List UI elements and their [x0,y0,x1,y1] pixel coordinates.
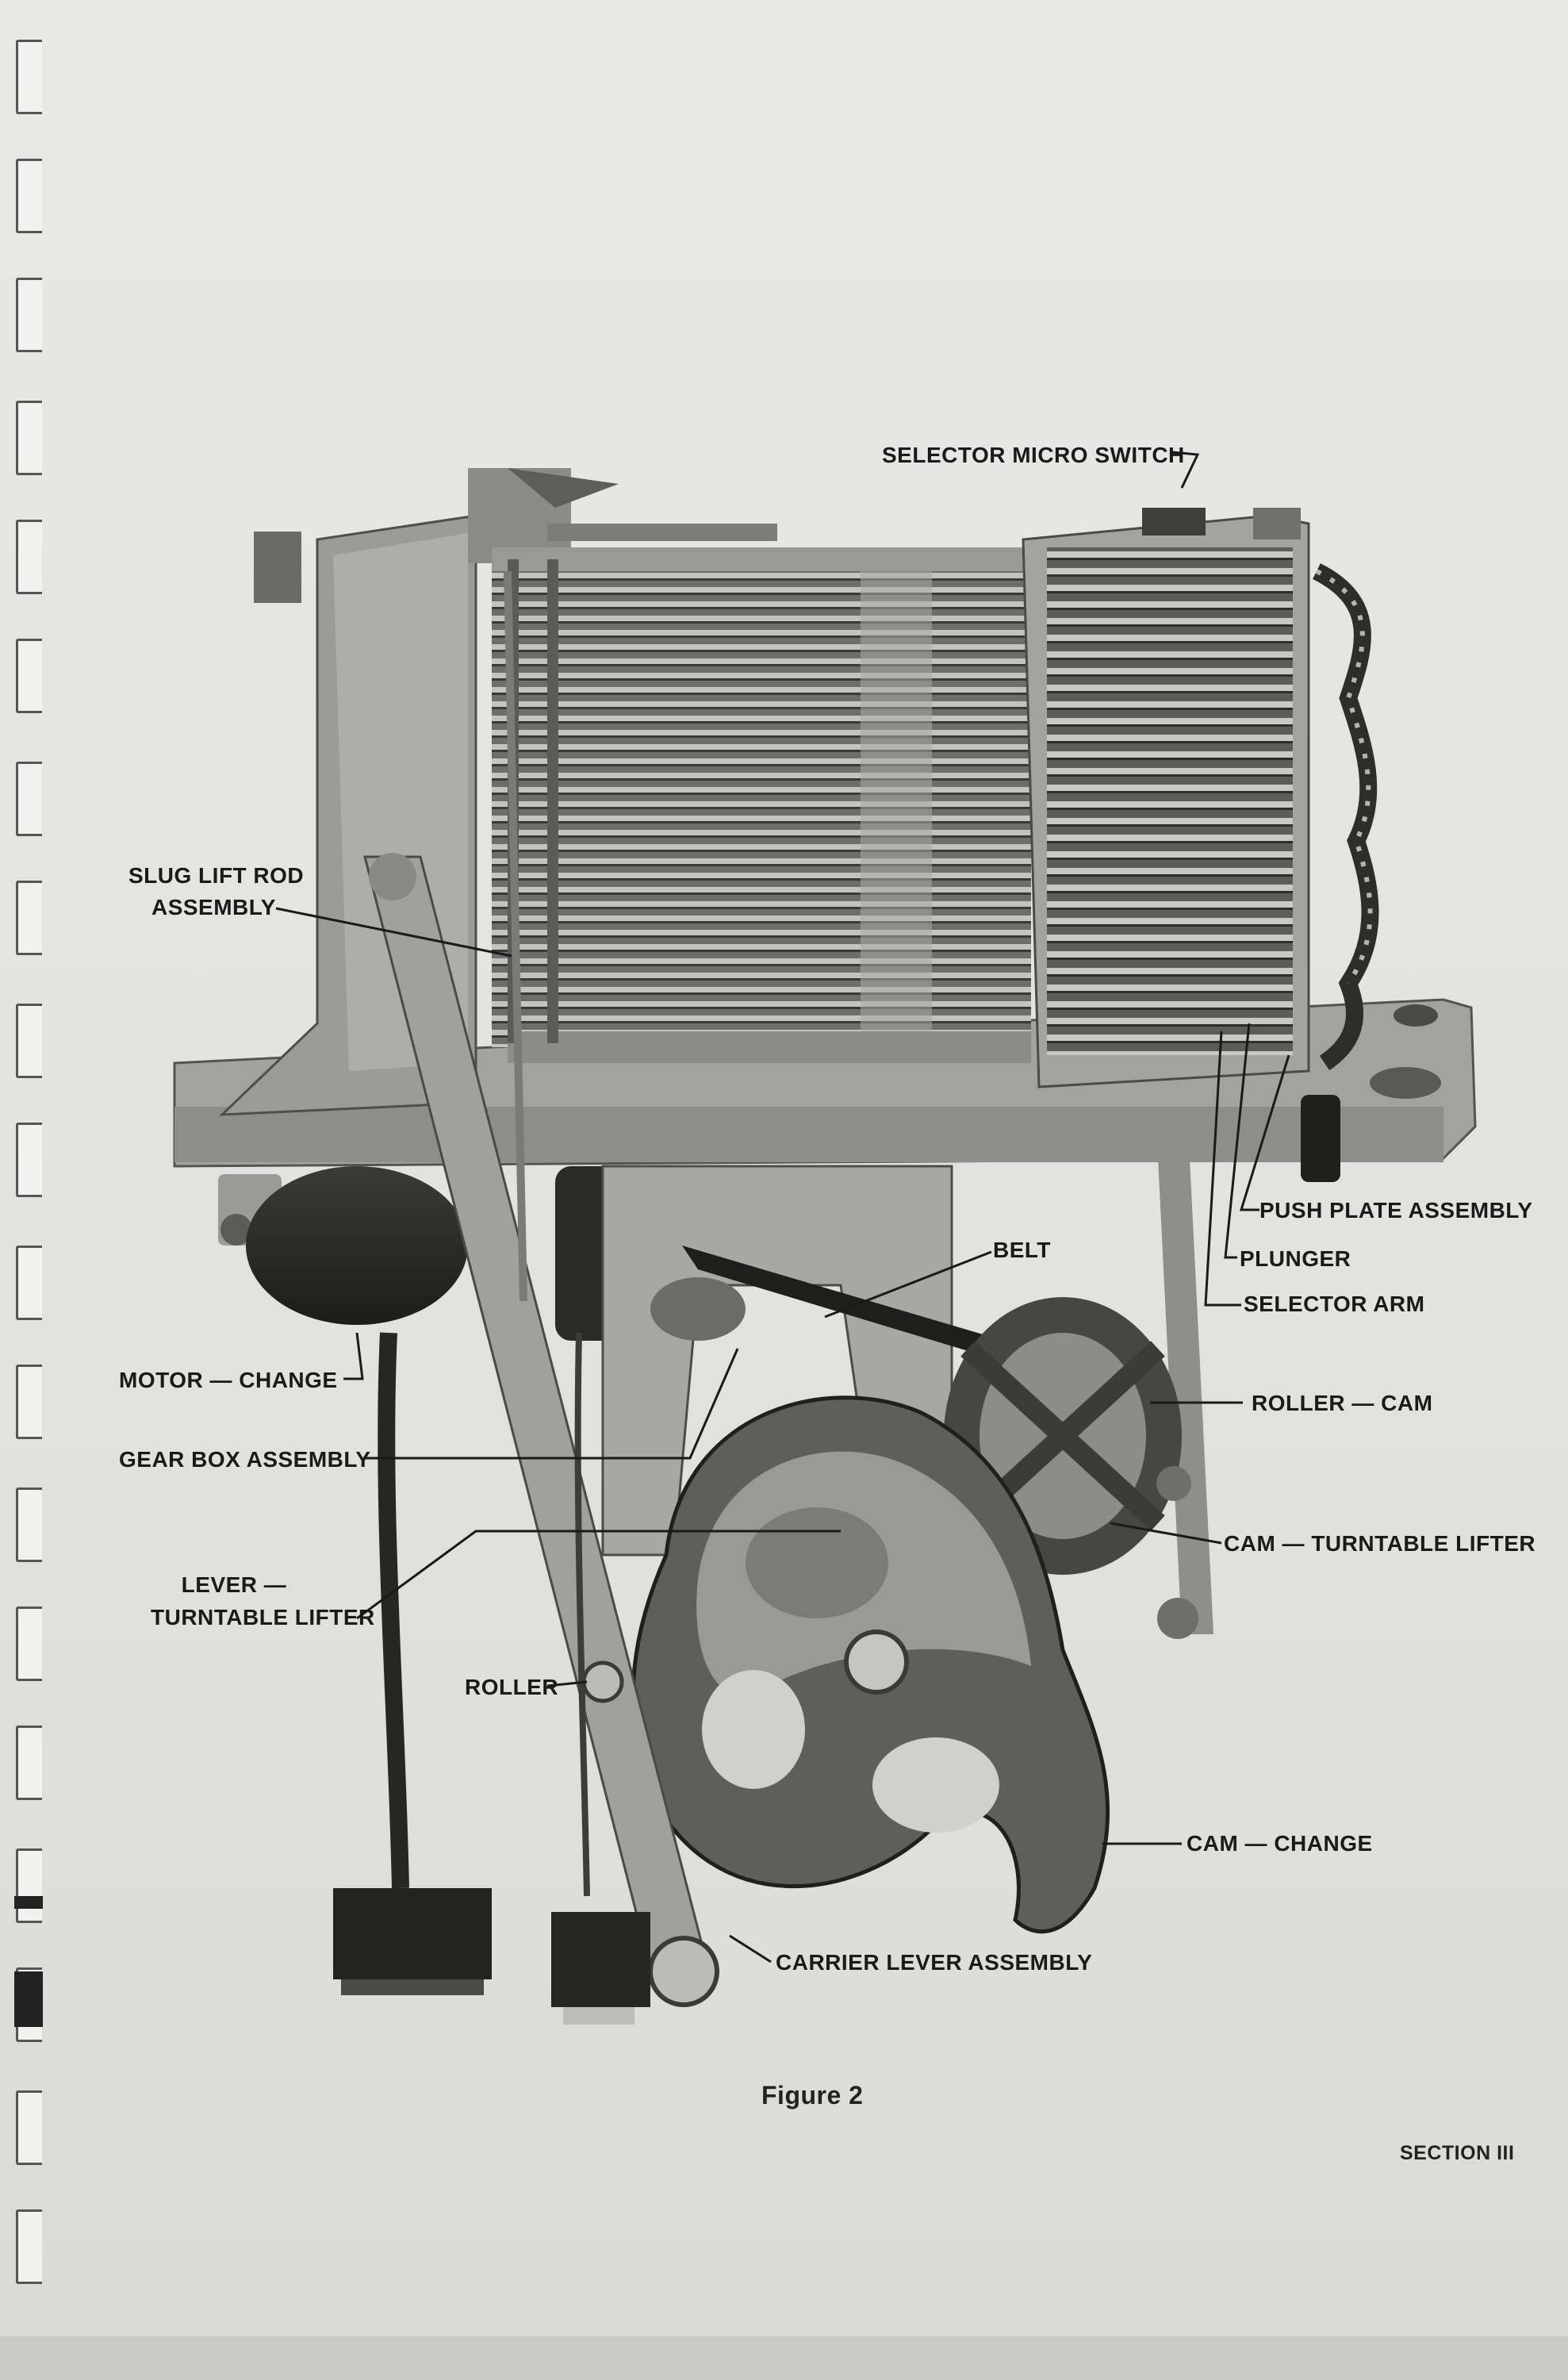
gear-box [601,1158,1213,1634]
binding-hole [16,762,42,836]
binding-hole [16,1488,42,1562]
section-label: SECTION III [1400,2142,1515,2164]
label-belt: BELT [993,1238,1052,1262]
binding-hole [16,639,42,713]
label-cam-turntable-lifter: CAM — TURNTABLE LIFTER [1224,1531,1536,1556]
leader-lines [275,451,1290,1964]
figure-caption: Figure 2 [761,2081,864,2109]
binding-hole [16,2090,42,2165]
label-lever: LEVER — [181,1572,287,1597]
index-tab-marker [14,1896,43,1909]
plugs [333,1332,650,2025]
label-roller-cam: ROLLER — CAM [1252,1391,1433,1415]
label-gear-box-assembly: GEAR BOX ASSEMBLY [119,1447,371,1472]
scan-bottom-edge [0,2336,1568,2380]
levers [363,570,719,2007]
motor [218,1166,634,1341]
binding-hole [16,1123,42,1197]
binding-hole [16,278,42,352]
binding-hole [16,1365,42,1439]
binding-hole [16,40,42,114]
binding-hole [16,1606,42,1681]
binding-hole [16,1246,42,1320]
binding-hole [16,1726,42,1800]
slug-stack [492,547,1031,1063]
label-selector-arm: SELECTOR ARM [1244,1292,1425,1316]
selector-stack [1022,508,1441,1182]
binding-hole [16,401,42,475]
binding-hole [16,1004,42,1078]
label-carrier-lever-assembly: CARRIER LEVER ASSEMBLY [776,1950,1093,1975]
label-plunger: PLUNGER [1240,1246,1351,1271]
binding-hole [16,881,42,955]
binding-hole [16,520,42,594]
label-selector-micro-switch: SELECTOR MICRO SWITCH [882,443,1185,467]
binding-hole [16,2209,42,2284]
label-slug-lift-rod-assembly: ASSEMBLY [151,895,276,919]
index-tab-marker [14,1971,43,2027]
label-roller: ROLLER [465,1675,559,1699]
label-motor-change: MOTOR — CHANGE [119,1368,338,1392]
label-cam-change: CAM — CHANGE [1187,1831,1373,1856]
binding-hole [16,1848,42,1923]
label-lever-turntable-lifter: TURNTABLE LIFTER [151,1605,375,1630]
binding-hole [16,159,42,233]
label-slug-lift-rod: SLUG LIFT ROD [128,863,305,888]
label-push-plate-assembly: PUSH PLATE ASSEMBLY [1259,1198,1533,1223]
